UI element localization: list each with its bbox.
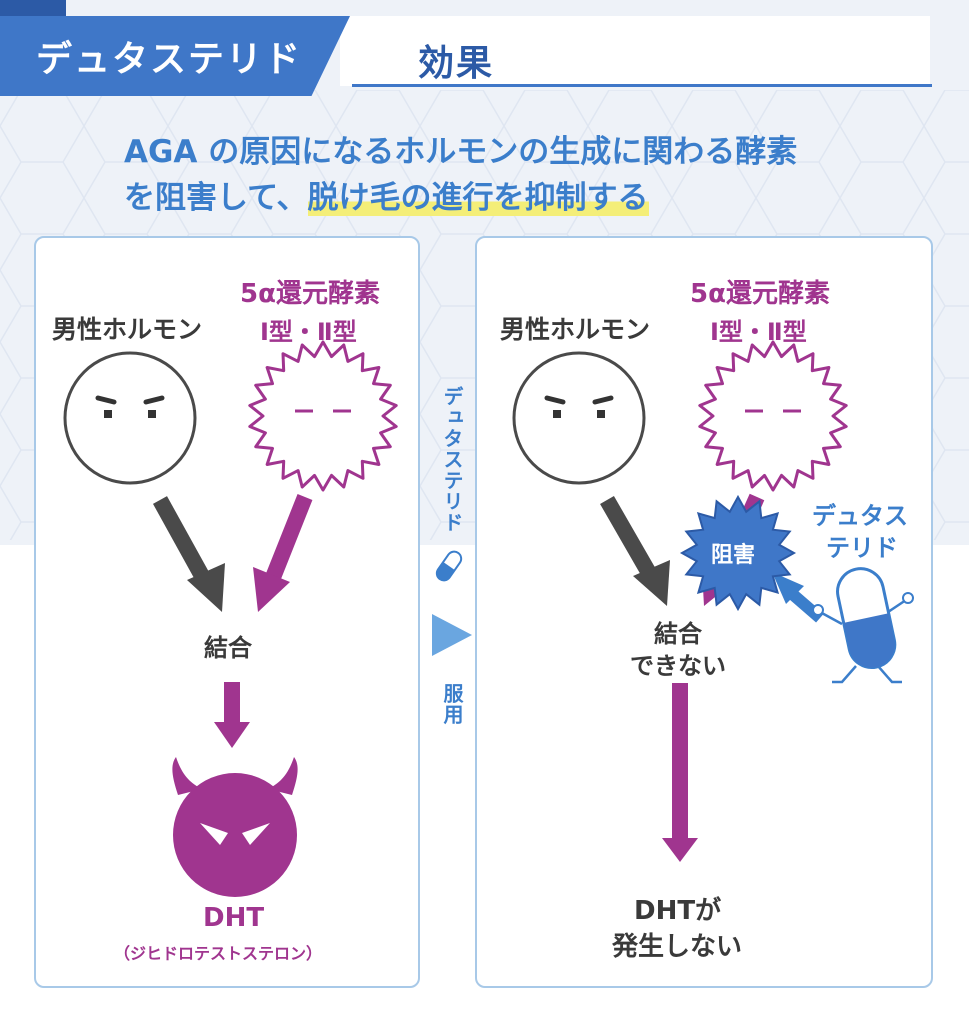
header-subtitle: 効果 — [418, 43, 495, 84]
right-enzyme-type-label: Ⅰ型・Ⅱ型 — [710, 318, 807, 346]
capsule-character-icon — [812, 567, 914, 684]
header-white — [340, 16, 930, 86]
dht-devil-icon — [172, 757, 298, 897]
play-arrow-icon — [432, 614, 472, 656]
inhibit-burst-icon — [679, 494, 797, 612]
enzyme-spiky-icon-right — [698, 340, 848, 492]
left-enzyme-type-label: Ⅰ型・Ⅱ型 — [260, 318, 357, 346]
headline-highlight: 脱け毛の進行を抑制する — [307, 180, 649, 216]
left-enzyme-label: 5α還元酵素 — [240, 279, 380, 309]
right-result-line-2: 発生しない — [612, 932, 743, 962]
hormone-face-icon — [63, 351, 197, 485]
middle-drug-vertical: デュタステリド — [440, 386, 464, 533]
headline-line-1: AGA の原因になるホルモンの生成に関わる酵素 — [124, 134, 798, 170]
headline-line-2: を阻害して、脱け毛の進行を抑制する — [124, 172, 649, 217]
header-title: デュタステリド — [36, 39, 303, 80]
left-combine-label: 結合 — [204, 634, 252, 662]
dht-full-name: （ジヒドロテストステロン） — [114, 944, 323, 963]
enzyme-spiky-icon — [248, 340, 398, 492]
right-hormone-label: 男性ホルモン — [500, 315, 651, 344]
dht-label: DHT — [203, 903, 265, 933]
drug-label-line-2: テリド — [826, 534, 898, 562]
capsule-icon — [435, 550, 463, 582]
header-bar — [0, 16, 350, 96]
headline-prefix: を阻害して、 — [124, 180, 308, 216]
middle-take-label: 服用 — [440, 683, 464, 725]
hormone-face-icon-right — [512, 351, 646, 485]
right-combine-line-2: できない — [630, 652, 726, 680]
right-enzyme-label: 5α還元酵素 — [690, 279, 830, 309]
left-hormone-label: 男性ホルモン — [52, 315, 203, 344]
right-combine-line-1: 結合 — [654, 620, 702, 648]
header-accent — [0, 0, 66, 16]
header-underline — [352, 84, 932, 87]
right-result-line-1: DHTが — [634, 896, 722, 926]
drug-label-line-1: デュタス — [812, 502, 908, 530]
inhibit-badge-label: 阻害 — [711, 543, 756, 568]
